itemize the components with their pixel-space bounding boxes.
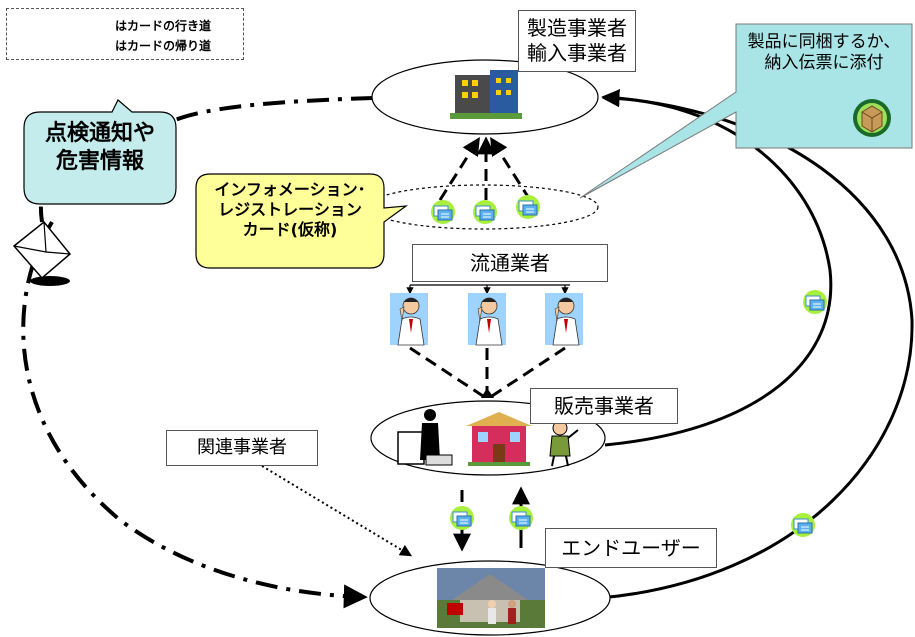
card-callout-text: インフォメーション･ レジストレーション カード(仮称) xyxy=(196,180,384,240)
arrow-card-to-maker-3 xyxy=(490,136,532,201)
arrow-related-to-user xyxy=(261,465,413,557)
card-icon xyxy=(802,289,828,315)
return-path-enduser xyxy=(599,89,914,600)
inspection-callout-text: 点検通知や 危害情報 xyxy=(24,120,176,175)
loop-bottom-segment xyxy=(21,220,368,609)
store-icon xyxy=(466,412,532,466)
arrow-person-to-retailer-3 xyxy=(491,346,566,398)
card-icon xyxy=(790,512,816,538)
legend-outbound-label: はカードの行き道 xyxy=(115,19,212,33)
person-icon xyxy=(467,292,507,346)
package-icon xyxy=(853,99,891,137)
arrow-card-to-maker-1 xyxy=(438,136,480,201)
bundle-callout xyxy=(579,23,913,199)
arrow-person-to-retailer-1 xyxy=(409,346,484,398)
manufacturer-label-line2: 輸入事業者 xyxy=(527,41,627,65)
manufacturer-label: 製造事業者 輸入事業者 xyxy=(518,10,636,72)
card-callout xyxy=(195,173,409,269)
loop-top-segment xyxy=(148,96,374,141)
card-line2: レジストレーション xyxy=(218,200,362,219)
person-icon xyxy=(389,292,429,346)
card-icon xyxy=(515,194,541,220)
manufacturer-label-line1: 製造事業者 xyxy=(527,16,627,40)
bundle-line1: 製品に同梱するか、 xyxy=(747,32,901,52)
envelope-icon xyxy=(12,220,72,286)
inspection-callout xyxy=(23,99,177,205)
card-icon xyxy=(508,505,534,531)
inspection-line1: 点検通知や xyxy=(44,121,155,146)
worker-icon xyxy=(549,420,579,467)
person-icon xyxy=(544,292,584,346)
end-user-label: エンドユーザー xyxy=(545,528,717,568)
legend: はカードの行き道 はカードの帰り道 xyxy=(6,8,244,60)
inspection-line2: 危害情報 xyxy=(55,148,144,174)
legend-return-label: はカードの帰り道 xyxy=(115,39,212,53)
factory-icon xyxy=(450,70,522,119)
card-icon xyxy=(472,199,498,225)
bundle-line2: 納入伝票に添付 xyxy=(764,53,884,74)
card-icon xyxy=(430,199,456,225)
bundle-callout-text: 製品に同梱するか、 納入伝票に添付 xyxy=(736,32,912,75)
shopper-icon xyxy=(397,409,453,466)
retailer-label: 販売事業者 xyxy=(530,388,678,424)
card-line1: インフォメーション･ xyxy=(214,180,366,199)
card-line3: カード(仮称) xyxy=(242,220,338,239)
house-photo xyxy=(437,568,545,628)
card-icon xyxy=(449,505,475,531)
distributor-label: 流通業者 xyxy=(412,244,608,282)
related-business-label: 関連事業者 xyxy=(166,430,318,466)
